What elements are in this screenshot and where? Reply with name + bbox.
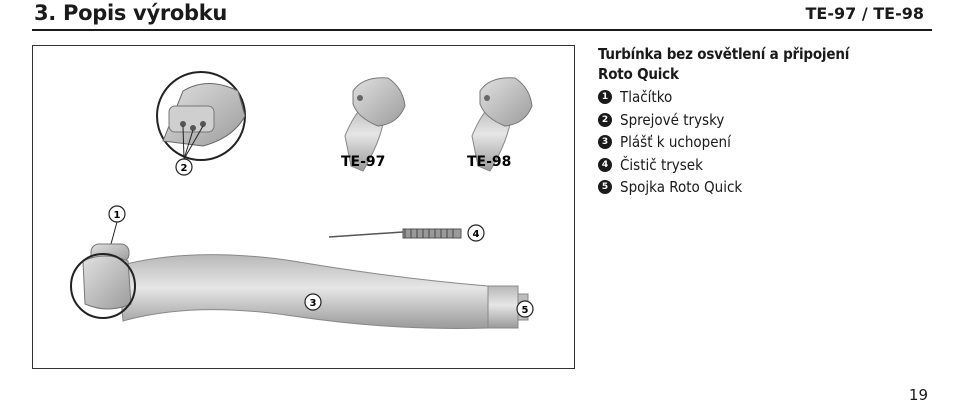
list-item: 2 Sprejové trysky <box>598 109 928 132</box>
item-label: Tlačítko <box>620 88 673 106</box>
te98-head-view <box>471 77 533 172</box>
svg-text:3: 3 <box>310 298 317 309</box>
callout-4: 4 <box>467 224 485 242</box>
item-label: Sprejové trysky <box>620 110 725 129</box>
svg-text:4: 4 <box>473 229 480 240</box>
product-description: Turbínka bez osvětlení a připojení Roto … <box>598 44 928 199</box>
svg-text:1: 1 <box>114 210 121 221</box>
handpiece-body <box>82 243 529 329</box>
callout-3: 3 <box>304 293 322 311</box>
number-badge: 5 <box>598 180 612 195</box>
list-item: 5 Spojka Roto Quick <box>598 176 928 199</box>
nozzle-cleaner <box>328 228 462 239</box>
item-label: Plášť k uchopení <box>620 133 731 151</box>
list-item: 4 Čistič trysek <box>598 154 928 177</box>
nozzle-detail-circle <box>156 71 246 161</box>
product-figure: 2 TE-97 TE-98 1 4 <box>32 45 575 369</box>
label-te97: TE-97 <box>341 154 385 170</box>
head-highlight-circle <box>70 253 136 319</box>
item-label: Čistič trysek <box>620 155 703 174</box>
section-title: 3. Popis výrobku <box>34 1 228 25</box>
description-title-line2: Roto Quick <box>598 65 679 83</box>
list-item: 1 Tlačítko <box>598 86 928 109</box>
svg-text:2: 2 <box>181 163 188 174</box>
te97-head-view <box>344 77 406 172</box>
model-number: TE-97 / TE-98 <box>805 4 924 23</box>
number-badge: 3 <box>598 135 612 150</box>
label-te98: TE-98 <box>467 154 511 170</box>
svg-text:5: 5 <box>522 305 529 316</box>
number-badge: 1 <box>598 90 612 105</box>
item-label: Spojka Roto Quick <box>620 178 743 196</box>
component-list: 1 Tlačítko 2 Sprejové trysky 3 Plášť k u… <box>598 86 928 199</box>
description-title-line1: Turbínka bez osvětlení a připojení <box>598 45 850 63</box>
callout-1: 1 <box>108 205 126 223</box>
header-divider <box>32 29 932 31</box>
number-badge: 4 <box>598 157 612 172</box>
page-number: 19 <box>908 386 928 404</box>
callout-2: 2 <box>175 158 193 176</box>
list-item: 3 Plášť k uchopení <box>598 131 928 154</box>
callout-5: 5 <box>516 300 534 318</box>
handpiece-illustration: 2 TE-97 TE-98 1 4 <box>70 71 534 329</box>
number-badge: 2 <box>598 112 612 127</box>
